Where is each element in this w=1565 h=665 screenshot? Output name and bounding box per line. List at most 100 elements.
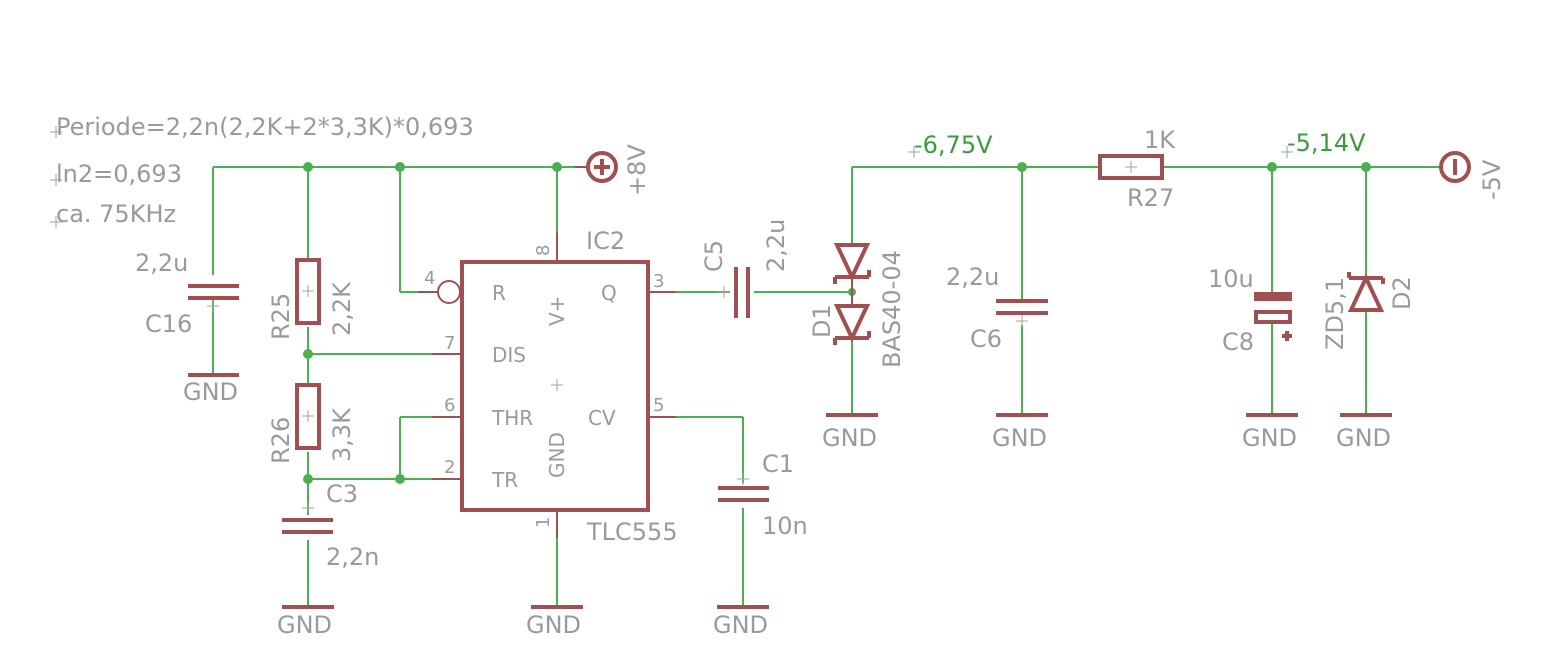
capacitor-c16: 2,2u C16 bbox=[135, 249, 239, 338]
ground-label: GND bbox=[822, 424, 877, 452]
origin-cross-icon bbox=[908, 146, 920, 158]
ic-pin-number: 8 bbox=[533, 245, 554, 256]
wires bbox=[212, 166, 1440, 607]
supply-circle-icon bbox=[1439, 151, 1471, 183]
origin-cross-icon bbox=[50, 216, 62, 228]
diode-triangle-icon bbox=[833, 304, 871, 343]
design-notes: Periode=2,2n(2,2K+2*3,3K)*0,693 ln2=0,69… bbox=[50, 113, 474, 228]
junction-dot bbox=[395, 162, 405, 172]
ground-label: GND bbox=[183, 378, 238, 406]
resistor-r26: R26 3,3K bbox=[267, 383, 356, 464]
capacitor-plate-icon bbox=[1254, 292, 1292, 301]
ic-pin-number: 1 bbox=[533, 517, 554, 528]
capacitor-c1: C1 10n bbox=[718, 450, 808, 540]
c6-name: C6 bbox=[970, 325, 1002, 353]
c5-value: 2,2u bbox=[762, 219, 790, 272]
c8-value: 10u bbox=[1208, 265, 1254, 293]
ic2-tlc555: IC2 TLC555 R V+ Q DIS THR CV TR GND 8 4 … bbox=[418, 227, 678, 546]
ground-symbol: GND bbox=[822, 413, 878, 452]
ground-label: GND bbox=[713, 611, 768, 639]
junction-dot bbox=[303, 474, 313, 484]
ground-label: GND bbox=[526, 611, 581, 639]
origin-cross-icon bbox=[1281, 146, 1293, 158]
origin-cross-icon bbox=[50, 126, 62, 138]
ic-pin-number: 5 bbox=[653, 395, 664, 416]
diode-triangle-icon bbox=[833, 243, 871, 282]
ic-pin-number: 7 bbox=[444, 333, 455, 354]
capacitor-c5: C5 2,2u bbox=[700, 219, 790, 318]
note-ln2: ln2=0,693 bbox=[56, 160, 182, 188]
d1-name: D1 bbox=[808, 304, 836, 338]
junction-dot bbox=[1361, 162, 1371, 172]
ic-pin-number: 3 bbox=[653, 271, 664, 292]
c1-value: 10n bbox=[762, 512, 808, 540]
capacitor-plate-icon bbox=[1254, 310, 1292, 324]
ground-symbols: GND GND GND GND GND GND GND GND bbox=[183, 373, 1392, 639]
ic-value: TLC555 bbox=[586, 518, 678, 546]
origin-cross-icon bbox=[302, 410, 314, 422]
diode-d1: D1 BAS40-04 bbox=[808, 243, 906, 368]
d2-value: ZD5,1 bbox=[1321, 277, 1349, 350]
d2-name: D2 bbox=[1388, 276, 1416, 310]
c8-name: C8 bbox=[1222, 328, 1254, 356]
supply-plus-8v: +8V bbox=[575, 144, 651, 196]
ic-pin-dis-label: DIS bbox=[492, 343, 526, 367]
inverting-bubble-icon bbox=[437, 280, 461, 304]
ground-symbol: GND bbox=[1336, 413, 1392, 452]
d1-value: BAS40-04 bbox=[878, 250, 906, 368]
ic-pin-cv-label: CV bbox=[588, 406, 616, 430]
resistor-r25: R25 2,2K bbox=[267, 258, 356, 340]
c3-name: C3 bbox=[326, 480, 358, 508]
origin-cross-icon bbox=[207, 300, 219, 312]
junction-dot bbox=[303, 162, 313, 172]
ic-pin-q-label: Q bbox=[601, 281, 617, 305]
ic-pin-number: 6 bbox=[444, 395, 455, 416]
ground-label: GND bbox=[992, 424, 1047, 452]
ground-symbol: GND bbox=[183, 373, 239, 406]
junction-dot bbox=[552, 162, 562, 172]
capacitor-c3: C3 2,2n bbox=[282, 480, 379, 571]
supply-circle-icon bbox=[586, 151, 618, 183]
r25-value: 2,2K bbox=[328, 281, 356, 336]
origin-cross-icon bbox=[1125, 161, 1137, 173]
c3-value: 2,2n bbox=[326, 543, 379, 571]
origin-cross-icon bbox=[50, 174, 62, 186]
ic-pin-number: 4 bbox=[424, 268, 435, 289]
note-period-formula: Periode=2,2n(2,2K+2*3,3K)*0,693 bbox=[56, 113, 474, 141]
ground-symbol: GND bbox=[277, 605, 334, 639]
net-label-text: -5,14V bbox=[1287, 129, 1366, 157]
junction-dot bbox=[1017, 162, 1027, 172]
junction-dot bbox=[303, 349, 313, 359]
r27-name: R27 bbox=[1127, 184, 1174, 212]
ground-label: GND bbox=[277, 611, 332, 639]
net-label-n2: -5,14V bbox=[1281, 129, 1366, 158]
resistor-body-icon bbox=[295, 258, 321, 325]
origin-cross-icon bbox=[1016, 315, 1028, 327]
ic-pin-number: 2 bbox=[444, 457, 455, 478]
resistor-body-icon bbox=[1098, 154, 1164, 180]
r26-name: R26 bbox=[267, 417, 295, 464]
origin-cross-icon bbox=[737, 473, 749, 485]
c5-name: C5 bbox=[700, 240, 728, 272]
capacitor-c6: 2,2u C6 bbox=[946, 263, 1048, 353]
c1-name: C1 bbox=[762, 450, 794, 478]
ic-pin-gnd-label: GND bbox=[545, 432, 569, 478]
ground-label: GND bbox=[1336, 424, 1391, 452]
origin-cross-icon bbox=[302, 285, 314, 297]
origin-cross-icon bbox=[718, 286, 730, 298]
resistor-body-icon bbox=[295, 383, 321, 450]
junction-dot bbox=[1267, 162, 1277, 172]
supply-minus-label: -5V bbox=[1478, 159, 1506, 200]
ground-symbol: GND bbox=[1242, 413, 1298, 452]
zener-diode-d2: ZD5,1 D2 bbox=[1321, 272, 1416, 350]
supply-minus-5v: -5V bbox=[1439, 151, 1506, 200]
ic-pin-r-label: R bbox=[492, 281, 506, 305]
diode-triangle-icon bbox=[1347, 273, 1385, 312]
ground-symbol: GND bbox=[526, 605, 583, 639]
origin-cross-icon bbox=[551, 379, 563, 391]
ground-symbol: GND bbox=[992, 413, 1048, 452]
r26-value: 3,3K bbox=[328, 407, 356, 462]
note-frequency: ca. 75KHz bbox=[56, 200, 176, 228]
c6-value: 2,2u bbox=[946, 263, 999, 291]
